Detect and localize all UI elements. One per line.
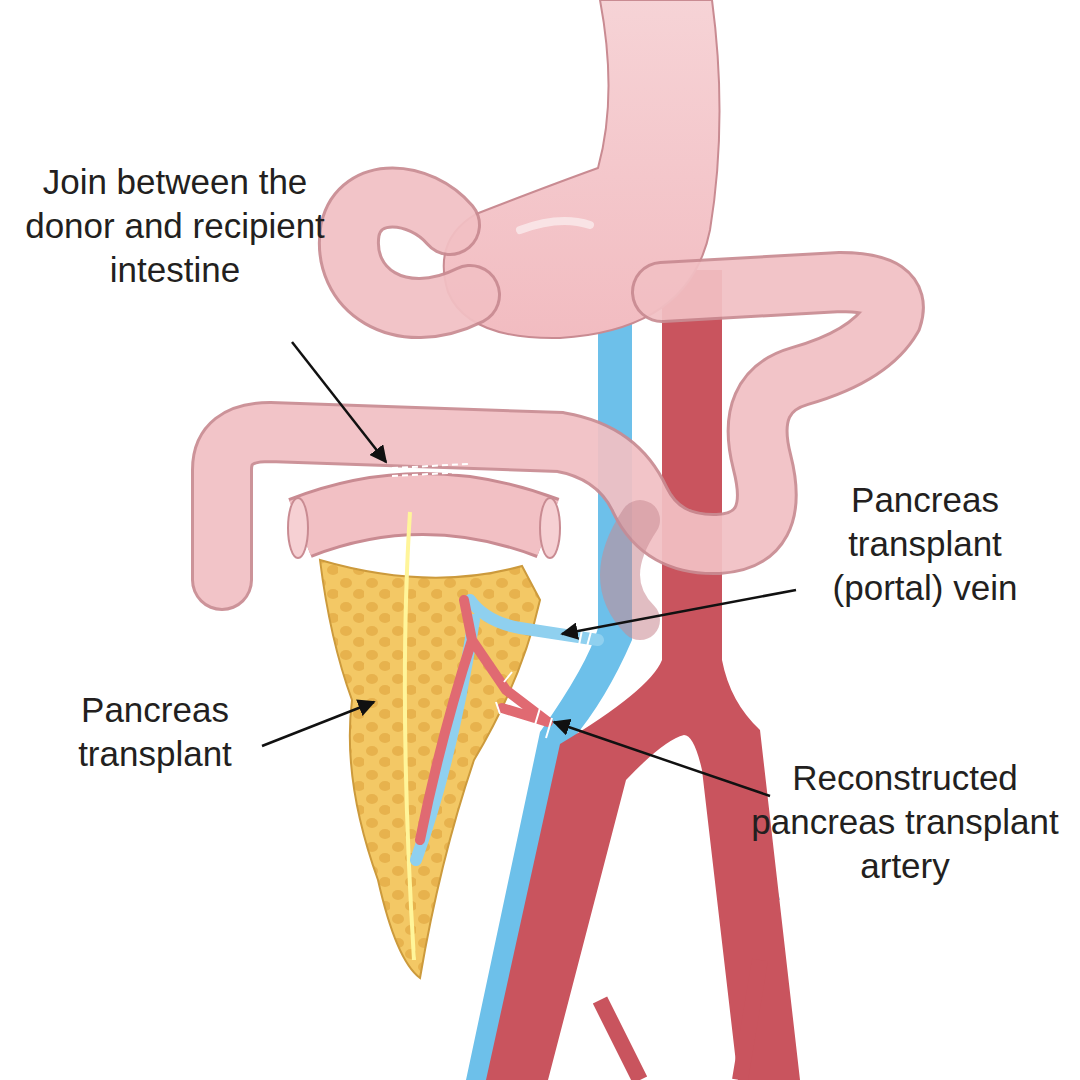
portal-vein <box>416 600 598 860</box>
callout-label: Pancreas transplant <box>40 688 270 776</box>
intestine <box>222 198 894 621</box>
graft-artery <box>420 600 548 840</box>
callout-label: Join between the donor and recipient int… <box>25 160 325 292</box>
duodenum-end <box>540 498 560 558</box>
sutures <box>496 628 592 738</box>
callout-label: Reconstructed pancreas transplant artery <box>745 756 1065 888</box>
stomach-highlight <box>520 221 590 230</box>
callout-label: Pancreas transplant (portal) vein <box>800 478 1050 610</box>
donor-duodenum <box>300 504 548 528</box>
artery-branch <box>600 960 760 1080</box>
leader-arrow <box>292 342 386 462</box>
duodenum-end <box>288 498 308 558</box>
donor-duodenum <box>300 504 548 528</box>
leader-arrow <box>562 590 796 634</box>
anastomosis-line <box>392 464 468 476</box>
leader-arrow <box>262 702 374 746</box>
leader-arrow <box>554 722 770 796</box>
pancreatic-duct <box>405 512 414 960</box>
